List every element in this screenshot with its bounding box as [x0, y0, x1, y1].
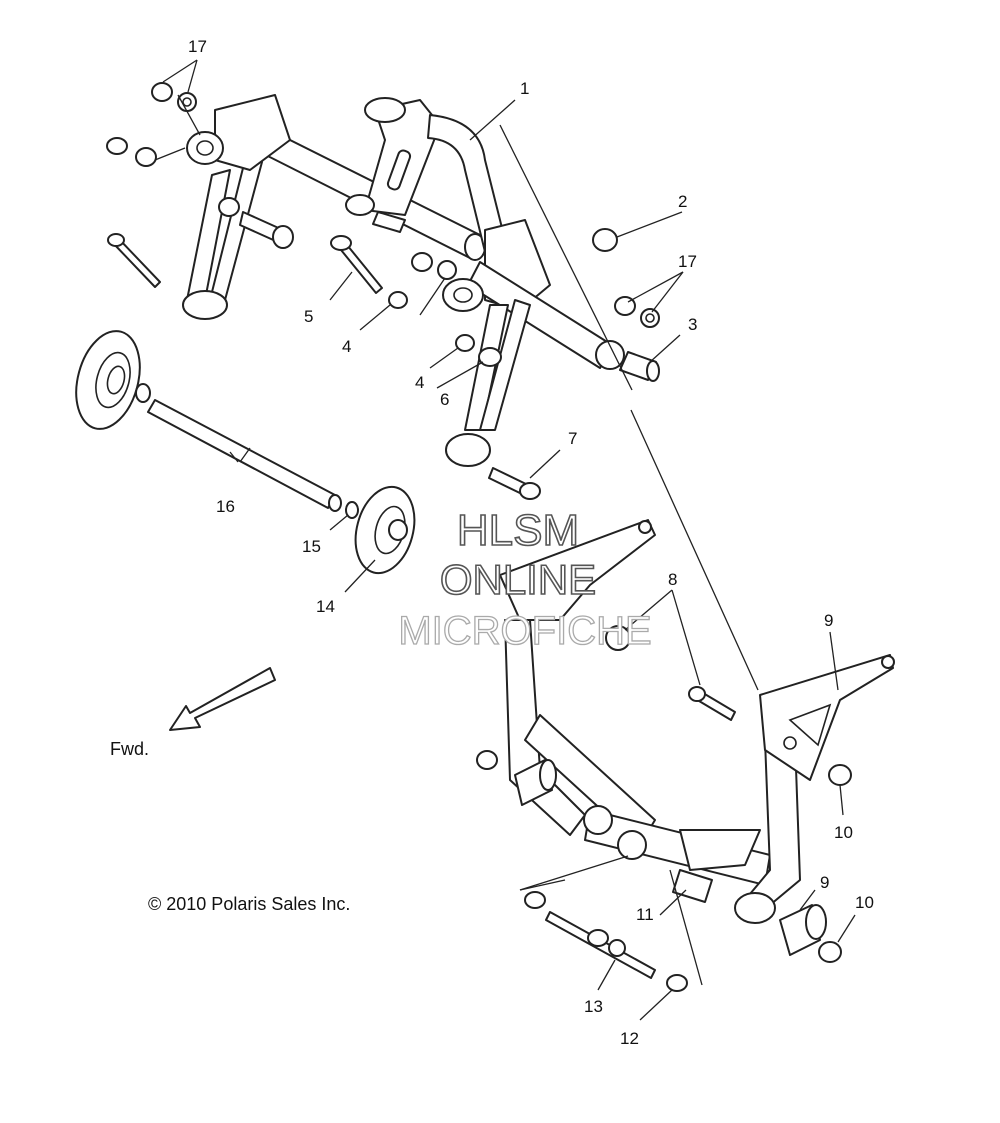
callout-12: 12 — [620, 1029, 639, 1048]
front-torque-arm — [182, 94, 625, 467]
callout-4: 4 — [342, 337, 351, 356]
watermark-line-2: ONLINE — [440, 556, 596, 603]
callout-3: 3 — [688, 315, 697, 334]
forward-arrow — [169, 667, 276, 731]
callout-6: 6 — [440, 390, 449, 409]
callout-11: 11 — [636, 905, 654, 924]
callout-16: 16 — [216, 497, 235, 516]
watermark-line-1: HLSM — [457, 506, 579, 555]
front-arm-hardware — [106, 82, 660, 500]
callout-4: 4 — [415, 373, 424, 392]
callout-7: 7 — [568, 429, 577, 448]
direction-label: Fwd. — [110, 739, 149, 759]
copyright-notice: © 2010 Polaris Sales Inc. — [148, 894, 350, 914]
callout-13: 13 — [584, 997, 603, 1016]
callout-17: 17 — [188, 37, 207, 56]
callout-14: 14 — [316, 597, 335, 616]
callout-2: 2 — [678, 192, 687, 211]
callout-17: 17 — [678, 252, 697, 271]
rear-arm-hardware — [476, 625, 852, 992]
watermark-line-3: MICROFICHE — [398, 609, 651, 653]
callouts: 17 1 2 17 3 5 4 4 6 7 16 15 14 8 9 10 9 … — [188, 37, 874, 1048]
callout-9: 9 — [824, 611, 833, 630]
watermark: HLSM ONLINE MICROFICHE — [398, 505, 653, 653]
callout-10: 10 — [855, 893, 874, 912]
idler-wheel-axle — [75, 330, 416, 575]
callout-15: 15 — [302, 537, 321, 556]
callout-8: 8 — [668, 570, 677, 589]
leader-lines — [154, 59, 856, 1021]
callout-5: 5 — [304, 307, 313, 326]
callout-9: 9 — [820, 873, 829, 892]
callout-10: 10 — [834, 823, 853, 842]
callout-1: 1 — [520, 79, 529, 98]
